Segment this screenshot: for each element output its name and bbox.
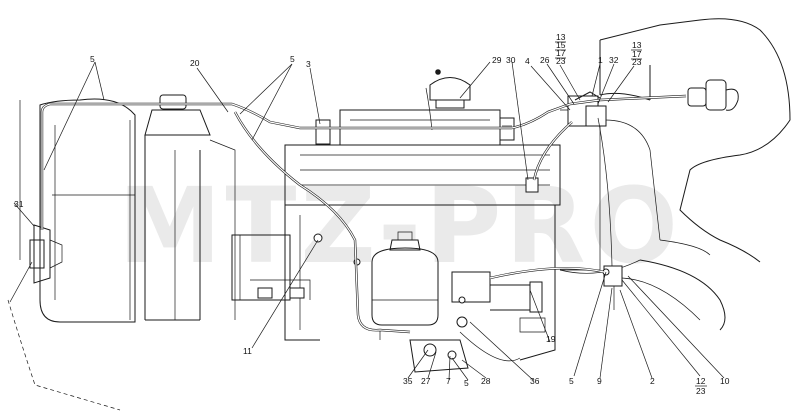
- callout-36: 36: [530, 376, 540, 386]
- callout-7: 7: [446, 376, 451, 386]
- callout-23-bottom: 23: [696, 386, 706, 396]
- callout-29: 29: [492, 55, 502, 65]
- callout-32: 32: [609, 55, 619, 65]
- callout-23-stack-a: 23: [556, 56, 566, 66]
- callout-13-stack-b: 13: [632, 40, 642, 50]
- callout-1: 1: [598, 55, 603, 65]
- callout-11: 11: [243, 346, 252, 356]
- callout-numbers: 5 20 5 3 29 30 4 26 13 15 17 23 1 32 13 …: [14, 32, 730, 396]
- callout-28: 28: [481, 376, 491, 386]
- callout-17-stack-b: 17: [632, 49, 642, 59]
- callout-13-stack-a: 13: [556, 32, 566, 42]
- tractor-body-outline: [7, 18, 791, 411]
- callout-9: 9: [597, 376, 602, 386]
- leader-lines: [9, 61, 725, 381]
- callout-26: 26: [540, 55, 550, 65]
- callout-5-right: 5: [569, 376, 574, 386]
- callout-12: 12: [696, 376, 706, 386]
- callout-30: 30: [506, 55, 516, 65]
- callout-27: 27: [421, 376, 431, 386]
- callout-5-bottom: 5: [464, 378, 469, 388]
- watermark: MTZ-PRO: [118, 165, 682, 287]
- callout-5-top: 5: [90, 54, 95, 64]
- callout-10: 10: [720, 376, 730, 386]
- callout-23-stack-b: 23: [632, 57, 642, 67]
- callout-35: 35: [403, 376, 413, 386]
- callout-4: 4: [525, 56, 530, 66]
- fuel-hoses: [40, 94, 701, 362]
- callout-17-stack-a: 17: [556, 48, 566, 58]
- callout-2: 2: [650, 376, 655, 386]
- callout-19: 19: [546, 334, 556, 344]
- callout-15: 15: [556, 40, 566, 50]
- callout-31: 31: [14, 199, 24, 209]
- callout-3: 3: [306, 59, 311, 69]
- callout-5-mid: 5: [290, 54, 295, 64]
- callout-20: 20: [190, 58, 200, 68]
